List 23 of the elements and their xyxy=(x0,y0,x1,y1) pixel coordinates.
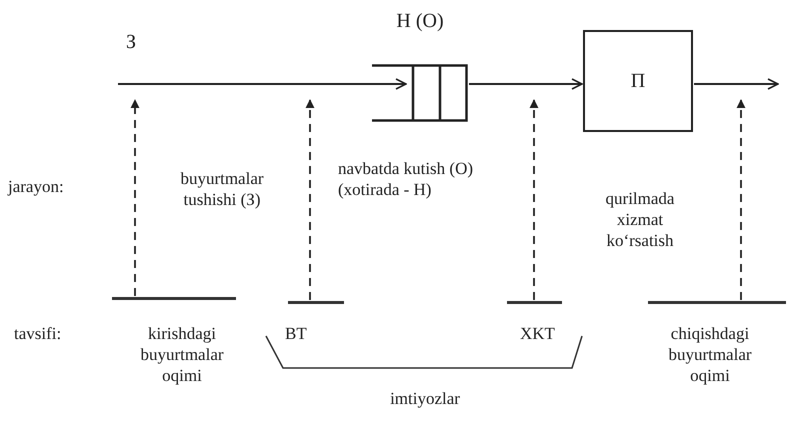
base-bar xyxy=(507,301,562,304)
base-bar xyxy=(648,301,786,304)
queue-label: Н (О) xyxy=(395,10,445,33)
process-text: buyurtmalar tushishi (З) xyxy=(179,168,265,210)
dashed-arrow xyxy=(130,99,140,296)
flow-arrow xyxy=(118,78,407,90)
description-text: chiqishdagi buyurtmalar oqimi xyxy=(667,323,753,386)
server-box: П xyxy=(583,30,693,132)
priority-label: BT xyxy=(285,323,308,344)
row-label: tavsifi: xyxy=(14,323,62,344)
priority-label: XKT xyxy=(520,323,556,344)
flow-arrow xyxy=(694,78,779,90)
dashed-arrow xyxy=(306,99,314,300)
description-text: kirishdagi buyurtmalar oqimi xyxy=(139,323,225,386)
dashed-arrow xyxy=(736,99,746,300)
base-bar xyxy=(288,301,344,304)
base-bar xyxy=(112,297,236,300)
process-text: navbatda kutish (О) (xotirada - Н) xyxy=(338,158,474,200)
row-label: jarayon: xyxy=(8,176,65,197)
dashed-arrow xyxy=(530,99,538,300)
bracket-label: imtiyozlar xyxy=(389,388,461,409)
process-text: qurilmada xizmat ko‘rsatish xyxy=(604,188,676,251)
flow-arrow xyxy=(469,78,583,90)
